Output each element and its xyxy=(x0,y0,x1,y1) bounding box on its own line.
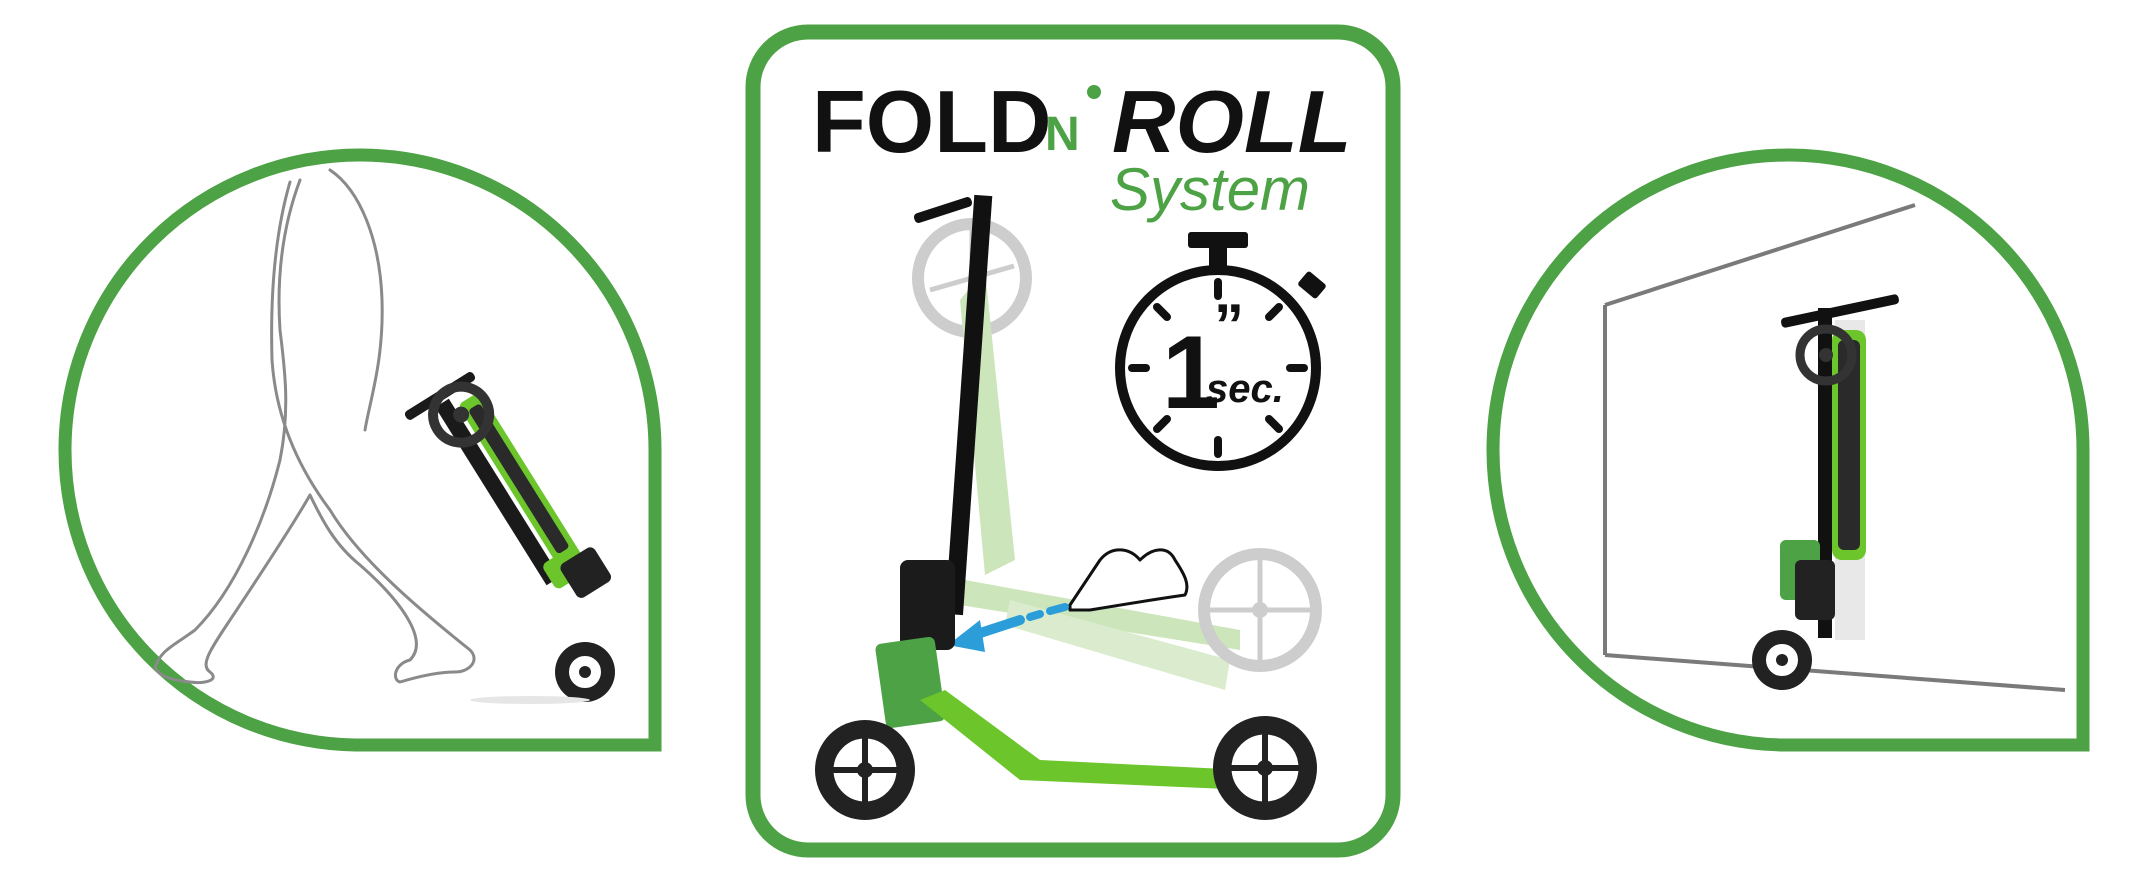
timer-quote-icon: ” xyxy=(1214,292,1244,359)
logo-word-system: System xyxy=(1110,156,1310,223)
logo-word-fold: FOLD xyxy=(812,72,1052,171)
timer-number: 1 xyxy=(1162,315,1220,431)
wall-outline-icon xyxy=(1603,203,2066,692)
panel-wall-storage xyxy=(1486,148,2090,752)
scooter-folded-icon xyxy=(404,372,612,598)
panel-frame-left xyxy=(58,148,662,752)
scooter-upright-icon xyxy=(1752,294,1899,690)
scooter-main-icon: Kleefer xyxy=(815,194,1317,820)
walking-person-icon xyxy=(153,168,476,684)
panel-frame-right xyxy=(1486,148,2090,752)
logo-word-roll: ROLL xyxy=(1112,72,1352,171)
logo-word-n: N xyxy=(1045,108,1080,161)
brand-logo: FOLD N ROLL System xyxy=(812,72,1352,223)
logo-dot-icon xyxy=(1087,85,1101,99)
push-arrow-icon xyxy=(948,603,1069,652)
panel-walking xyxy=(58,148,662,752)
scooter-brand-label: Kleefer xyxy=(921,455,940,501)
shoe-icon xyxy=(1068,548,1189,612)
stopwatch-icon: 1 ” sec. xyxy=(1115,232,1326,471)
timer-unit: sec. xyxy=(1206,367,1284,411)
panel-fold-roll: FOLD N ROLL System 1 ” sec. xyxy=(745,24,1401,858)
scooter-front-wheel-left xyxy=(470,642,615,704)
